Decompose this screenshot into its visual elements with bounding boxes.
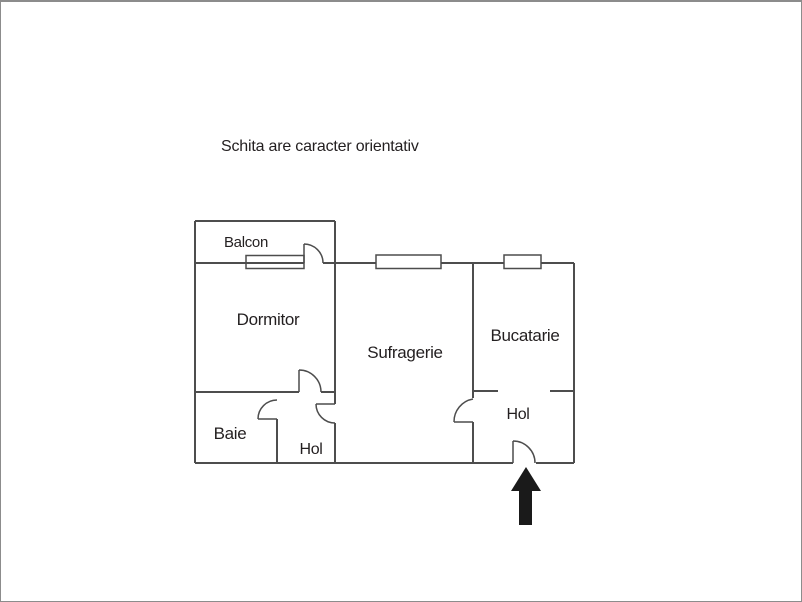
disclaimer-text: Schita are caracter orientativ — [221, 138, 419, 155]
dormitor-door-icon — [298, 369, 322, 393]
entrance-door-icon — [512, 440, 536, 464]
baie-door-icon — [257, 399, 278, 420]
room-label-sufragerie: Sufragerie — [367, 343, 442, 362]
entrance-arrow-icon — [511, 467, 541, 525]
room-label-balcon: Balcon — [224, 234, 268, 251]
balcon-door-icon — [303, 243, 324, 264]
sufragerie-hol-door-icon — [453, 398, 474, 423]
room-labels: Balcon Dormitor Sufragerie Bucatarie Bai… — [214, 234, 560, 458]
hol-sufragerie-door-icon — [315, 403, 336, 424]
room-label-dormitor: Dormitor — [237, 310, 300, 329]
bucatarie-window-icon — [503, 254, 542, 270]
sufragerie-window-icon — [375, 254, 442, 270]
windows — [245, 254, 542, 270]
room-label-hol-se: Hol — [506, 406, 529, 423]
room-label-bucatarie: Bucatarie — [490, 326, 559, 345]
walls — [194, 220, 575, 464]
doors — [257, 243, 536, 464]
room-label-baie: Baie — [214, 424, 247, 443]
room-label-hol-sw: Hol — [299, 441, 322, 458]
